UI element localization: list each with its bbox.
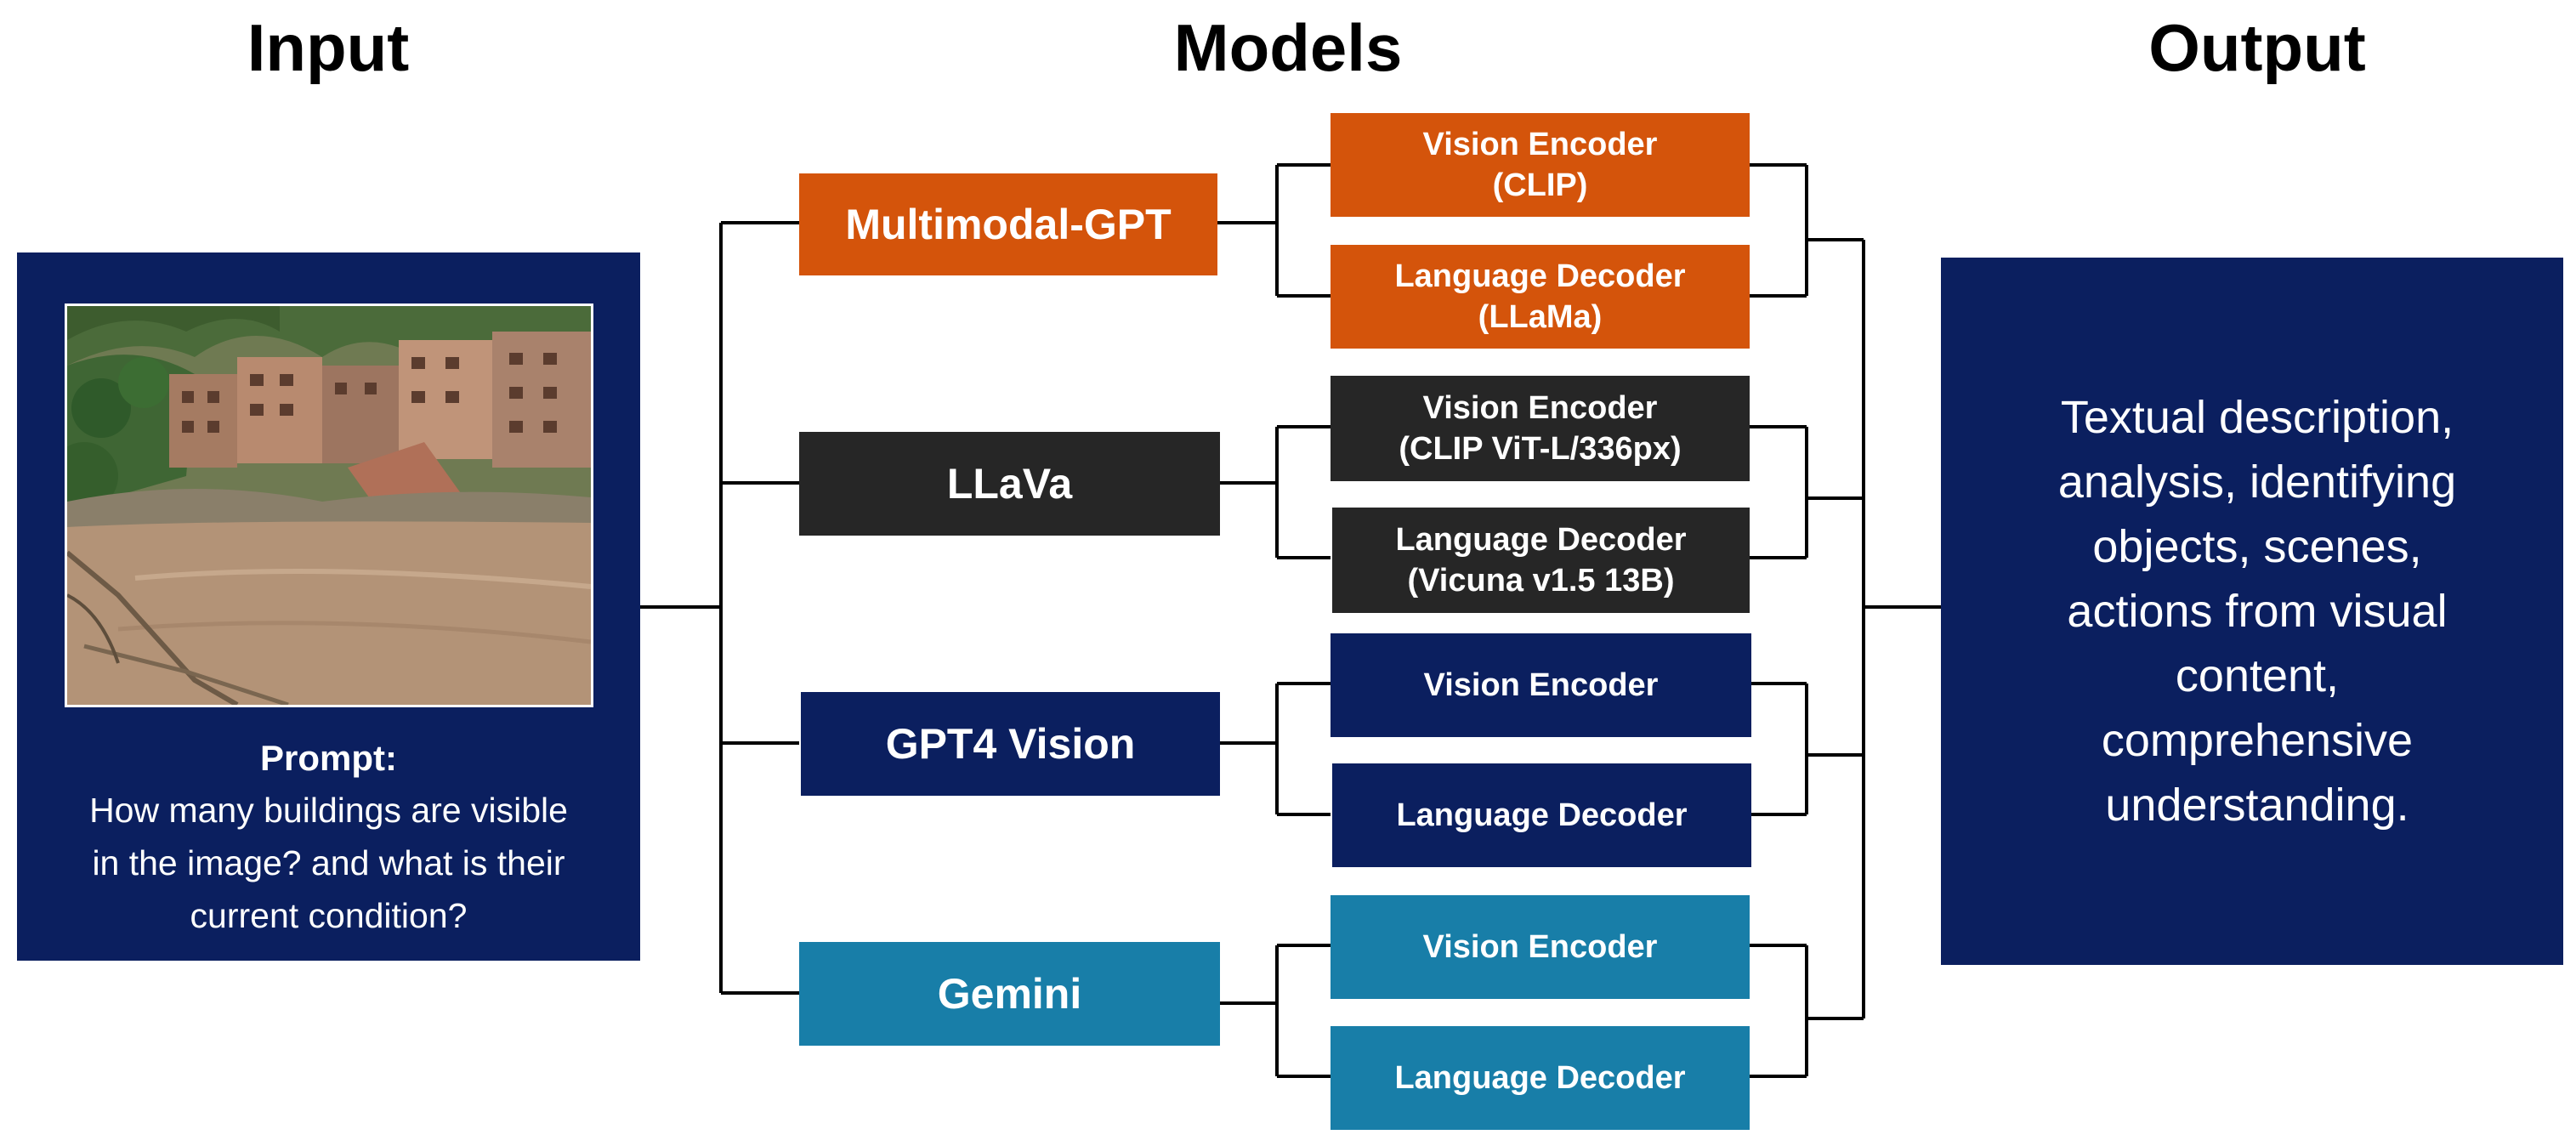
flood-photo-illustration bbox=[67, 306, 591, 705]
component-label: Vision Encoder bbox=[1422, 929, 1658, 965]
gemini-vision-encoder: Vision Encoder bbox=[1331, 895, 1750, 999]
input-heading: Input bbox=[247, 10, 410, 85]
gemini-language-decoder: Language Decoder bbox=[1331, 1026, 1750, 1130]
output-panel: Textual description, analysis, identifyi… bbox=[1941, 258, 2563, 965]
models-heading: Models bbox=[1173, 10, 1403, 85]
model-multimodal-gpt: Multimodal-GPT bbox=[799, 173, 1217, 275]
model-llava: LLaVa bbox=[799, 432, 1220, 536]
input-panel: Prompt: How many buildings are visible i… bbox=[17, 252, 640, 961]
component-label: Vision Encoder bbox=[1423, 667, 1659, 703]
component-label: Language Decoder bbox=[1396, 797, 1688, 833]
component-label: Language Decoder bbox=[1394, 1060, 1686, 1096]
component-label: Vision Encoder bbox=[1422, 390, 1658, 426]
multimodal-gpt-language-decoder: Language Decoder (LLaMa) bbox=[1331, 245, 1750, 349]
multimodal-gpt-vision-encoder: Vision Encoder (CLIP) bbox=[1331, 113, 1750, 217]
component-label: Language Decoder bbox=[1394, 258, 1686, 294]
llava-language-decoder: Language Decoder (Vicuna v1.5 13B) bbox=[1332, 508, 1750, 613]
component-detail: (CLIP ViT-L/336px) bbox=[1399, 431, 1682, 467]
output-text: Textual description, analysis, identifyi… bbox=[2057, 392, 2457, 831]
model-gemini: Gemini bbox=[799, 942, 1220, 1046]
component-detail: (CLIP) bbox=[1492, 167, 1588, 203]
component-detail: (LLaMa) bbox=[1478, 299, 1603, 335]
gpt4-language-decoder: Language Decoder bbox=[1332, 763, 1751, 867]
model-gpt4-vision: GPT4 Vision bbox=[801, 692, 1220, 796]
component-detail: (Vicuna v1.5 13B) bbox=[1407, 563, 1675, 599]
prompt-label: Prompt: bbox=[260, 738, 397, 778]
prompt-text: How many buildings are visible in the im… bbox=[89, 791, 568, 935]
component-label: Language Decoder bbox=[1395, 522, 1687, 558]
flood-scene-image bbox=[65, 304, 593, 707]
component-label: Vision Encoder bbox=[1422, 127, 1658, 162]
gpt4-vision-encoder: Vision Encoder bbox=[1331, 633, 1751, 737]
llava-vision-encoder: Vision Encoder (CLIP ViT-L/336px) bbox=[1331, 376, 1750, 481]
output-heading: Output bbox=[2148, 10, 2366, 85]
